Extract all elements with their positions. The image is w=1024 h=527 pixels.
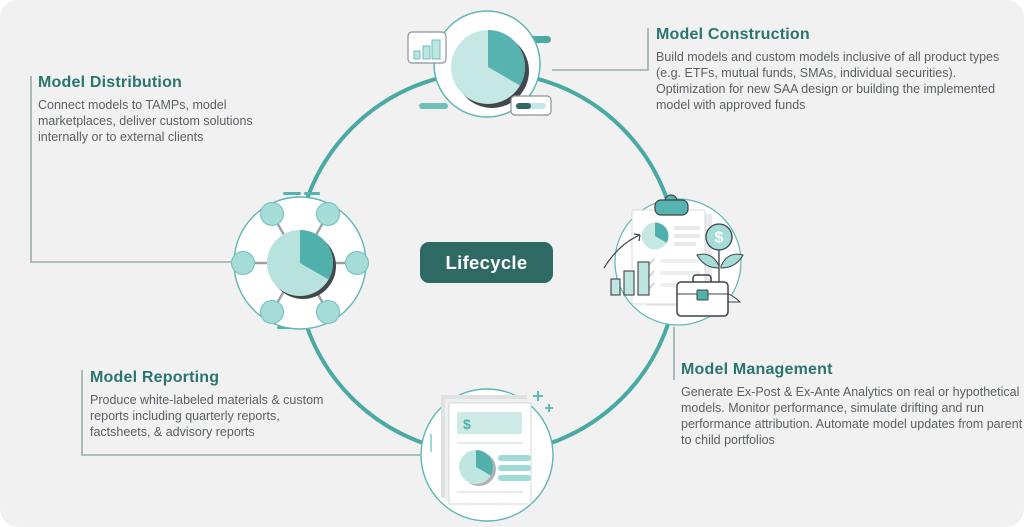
connector-construction <box>552 28 649 71</box>
section-description: Connect models to TAMPs, model marketpla… <box>38 98 253 144</box>
report-document-icon: $ <box>441 395 532 505</box>
bar-chart-card-icon <box>407 31 447 64</box>
decor-dash <box>304 192 320 195</box>
section-model-distribution: Model Distribution Connect models to TAM… <box>38 74 286 145</box>
section-description: Build models and custom models inclusive… <box>656 50 1000 112</box>
section-description: Generate Ex-Post & Ex-Ante Analytics on … <box>681 385 1023 447</box>
section-description: Produce white-labeled materials & custom… <box>90 393 324 439</box>
mini-pie-wedge <box>655 222 669 243</box>
pie-chart-analytics-icon <box>451 30 529 108</box>
growth-bars-icon <box>603 233 650 296</box>
briefcase-icon <box>676 274 729 317</box>
decor-dash <box>419 103 448 109</box>
portfolio-management-icon: $ <box>603 194 744 317</box>
svg-text:$: $ <box>463 416 471 432</box>
section-title: Model Reporting <box>90 369 220 386</box>
section-model-construction: Model Construction Build models and cust… <box>656 26 1024 113</box>
lifecycle-center-label: Lifecycle <box>420 242 553 283</box>
distribution-network-icon <box>231 202 369 324</box>
section-model-management: Model Management Generate Ex-Post & Ex-A… <box>681 361 1024 448</box>
decor-dash <box>283 192 301 195</box>
dollar-banner <box>457 412 522 434</box>
model-reporting-node: $ <box>420 388 554 522</box>
pie-wedge <box>488 30 525 86</box>
text-lines <box>674 226 700 246</box>
sparkle-icons <box>533 391 553 412</box>
section-title: Model Management <box>681 361 833 378</box>
network-satellites <box>231 202 369 324</box>
pie-wedge <box>476 450 493 476</box>
dollar-coin-icon <box>705 223 733 251</box>
svg-text:$: $ <box>715 230 724 247</box>
pie-wedge <box>300 230 334 280</box>
connector-distribution <box>30 76 232 263</box>
section-title: Model Distribution <box>38 74 183 91</box>
connector-reporting <box>81 370 420 456</box>
progress-bar-card-icon <box>510 95 552 116</box>
clipboard-clip <box>654 199 689 216</box>
connector-lines <box>30 28 675 456</box>
text-lines <box>498 455 531 481</box>
section-title: Model Construction <box>656 26 810 43</box>
section-model-reporting: Model Reporting Produce white-labeled ma… <box>90 369 342 440</box>
model-distribution-node <box>231 192 369 330</box>
model-construction-node <box>407 10 552 118</box>
model-management-node: $ <box>603 194 744 326</box>
